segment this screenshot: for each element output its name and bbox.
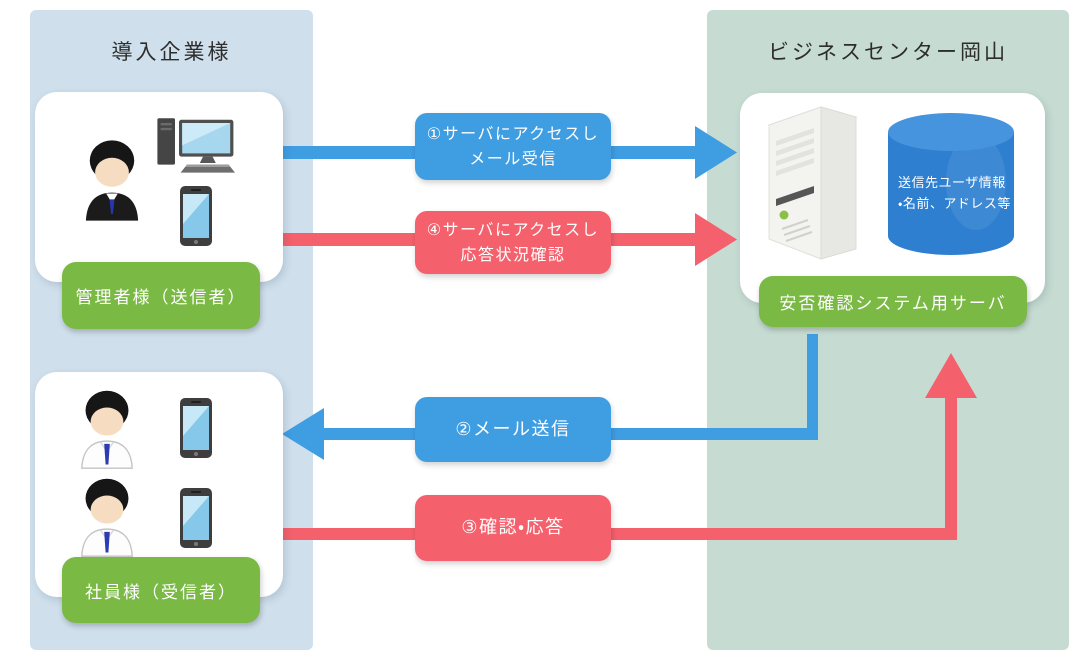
server-label: 安否確認システム用サーバ (759, 276, 1027, 327)
flow1-line2: メール受信 (469, 148, 557, 168)
employee-person-icon (81, 390, 133, 469)
flow4-line1: ④サーバにアクセスし (426, 219, 600, 239)
database-info-line2: ・名前、アドレス等 (898, 197, 1011, 213)
admin-group-box (35, 92, 283, 282)
flow3-line1: ③確認・応答 (461, 517, 565, 539)
admin-label: 管理者様（送信者） (62, 262, 260, 329)
server-label-text: 安否確認システム用サーバ (779, 294, 1007, 314)
flow1-label: ①サーバにアクセスし メール受信 (415, 113, 611, 180)
smartphone-icon (180, 398, 212, 458)
employees-label: 社員様（受信者） (62, 557, 260, 623)
business-center-panel-title: ビジネスセンター岡山 (768, 40, 1008, 64)
desktop-computer-icon (157, 118, 235, 173)
server-tower-icon (767, 106, 858, 260)
flow2-label: ②メール送信 (415, 397, 611, 462)
business-person-icon (85, 140, 139, 221)
flow3-label: ③確認・応答 (415, 495, 611, 561)
database-info-line1: 送信先ユーザ情報 (898, 176, 1006, 191)
flow4-line2: 応答状況確認 (460, 244, 566, 264)
admin-label-text: 管理者様（送信者） (75, 288, 247, 308)
smartphone-icon (180, 488, 212, 548)
server-group-box: 送信先ユーザ情報 ・名前、アドレス等 (740, 93, 1045, 303)
company-panel-title: 導入企業様 (111, 40, 232, 64)
database-cylinder-icon (888, 113, 1014, 255)
smartphone-icon (180, 186, 212, 246)
employee-person-icon (81, 478, 133, 557)
flow2-line1: ②メール送信 (455, 418, 571, 440)
flow4-label: ④サーバにアクセスし 応答状況確認 (415, 211, 611, 274)
employees-label-text: 社員様（受信者） (85, 582, 237, 603)
flow1-line1: ①サーバにアクセスし (426, 123, 600, 143)
database-info-text: 送信先ユーザ情報 ・名前、アドレス等 (890, 173, 1022, 216)
